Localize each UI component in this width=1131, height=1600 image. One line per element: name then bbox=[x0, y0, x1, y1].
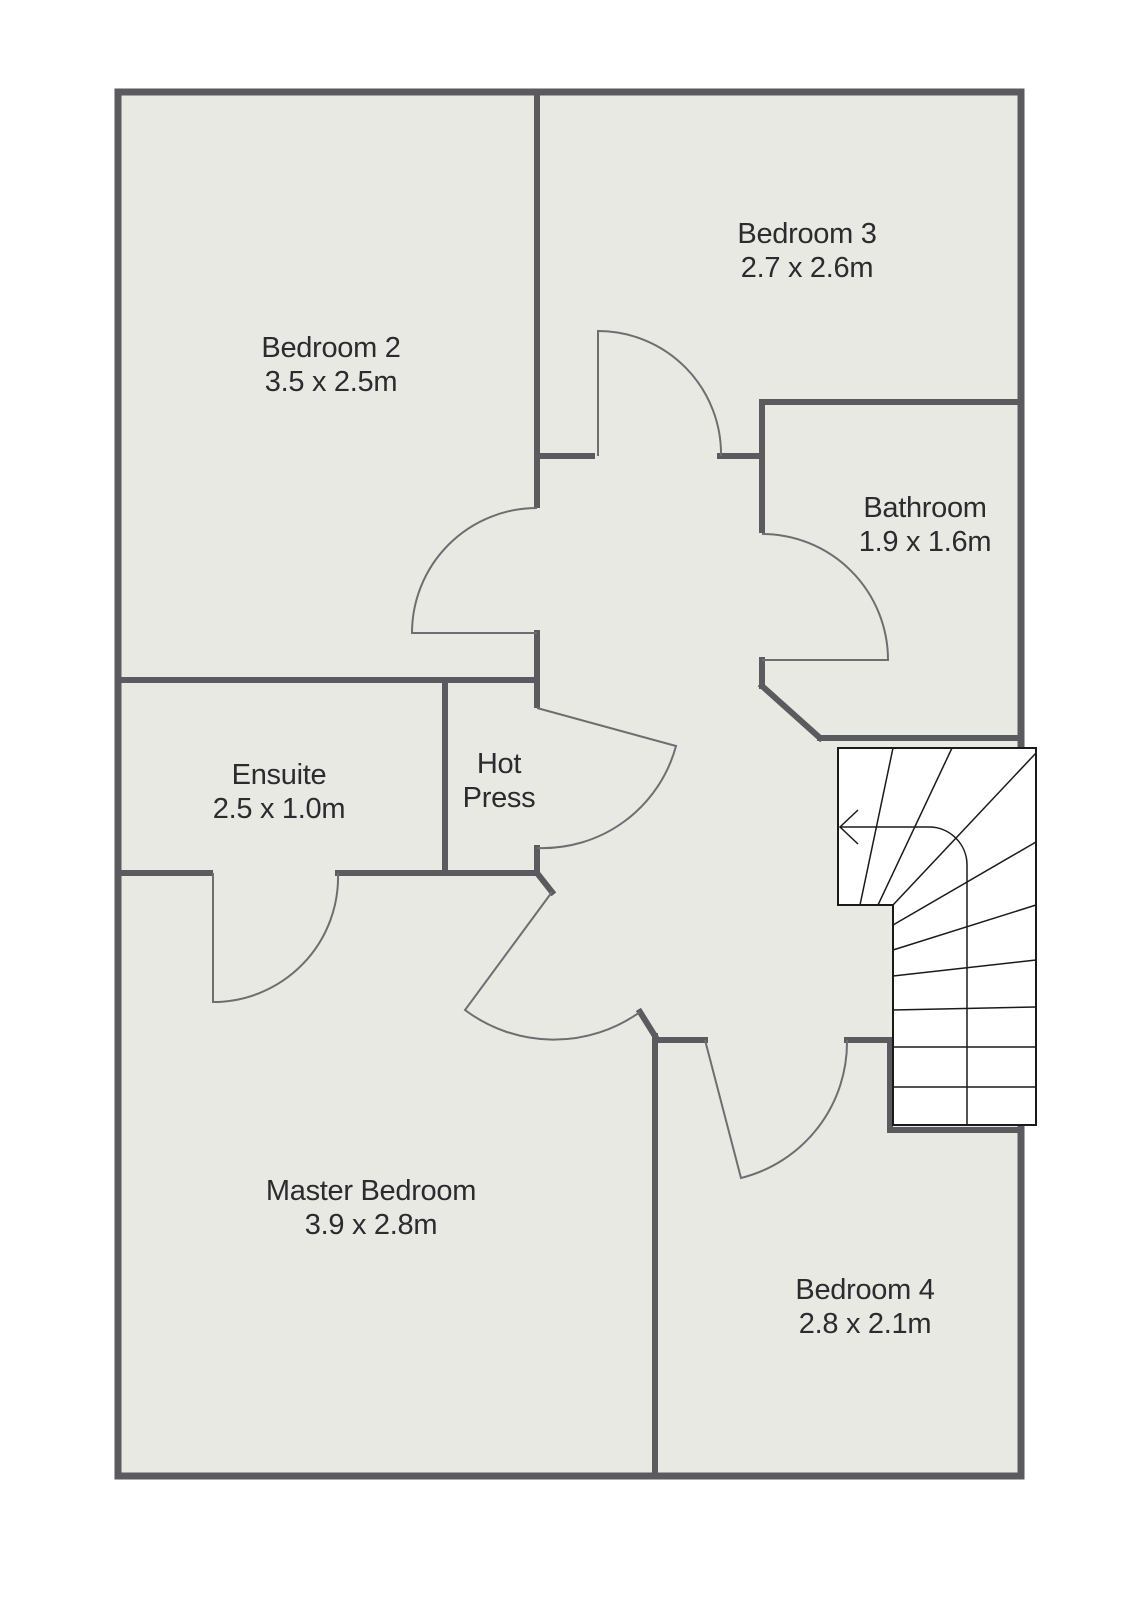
stair-tread bbox=[892, 752, 1037, 906]
door-master bbox=[463, 891, 641, 1041]
room-name: Master Bedroom bbox=[265, 1175, 477, 1207]
room-size: 2.8 x 2.1m bbox=[798, 1308, 932, 1340]
door-bathroom bbox=[761, 533, 890, 661]
room-name: Ensuite bbox=[231, 759, 327, 791]
room-size: 2.7 x 2.6m bbox=[740, 252, 874, 284]
room-label-ensuite: Ensuite 2.5 x 1.0m bbox=[212, 758, 346, 826]
room-label-bathroom: Bathroom 1.9 x 1.6m bbox=[858, 491, 992, 559]
wall-master-jamb-top bbox=[532, 868, 557, 897]
wall-bath-diag bbox=[757, 681, 825, 743]
room-name: Bedroom 4 bbox=[795, 1274, 935, 1306]
door-bedroom4 bbox=[704, 1039, 849, 1180]
room-size: 3.9 x 2.8m bbox=[304, 1209, 438, 1241]
room-name: Bedroom 2 bbox=[261, 332, 401, 364]
room-size: Press bbox=[462, 782, 536, 814]
doors bbox=[212, 329, 890, 1180]
room-label-hotpress: Hot Press bbox=[463, 747, 536, 815]
stair-tread bbox=[892, 841, 1037, 926]
room-size: 1.9 x 1.6m bbox=[858, 526, 992, 558]
room-size: 2.5 x 1.0m bbox=[212, 793, 346, 825]
door-bedroom3 bbox=[597, 329, 723, 457]
door-bedroom2 bbox=[410, 507, 538, 634]
room-name: Hot bbox=[476, 748, 522, 780]
room-name: Bedroom 3 bbox=[737, 218, 877, 250]
stair-tread bbox=[892, 959, 1037, 977]
stair-arrow-head bbox=[838, 809, 859, 845]
door-hotpress bbox=[536, 707, 678, 850]
door-ensuite bbox=[212, 872, 340, 1004]
wall-master-jamb-bot bbox=[635, 1007, 660, 1041]
room-name: Bathroom bbox=[863, 492, 987, 524]
room-size: 3.5 x 2.5m bbox=[264, 366, 398, 398]
room-label-bedroom3: Bedroom 3 2.7 x 2.6m bbox=[737, 217, 876, 285]
staircase bbox=[837, 747, 1037, 1126]
stair-tread bbox=[892, 1006, 1037, 1011]
room-label-bedroom2: Bedroom 2 3.5 x 2.5m bbox=[261, 331, 400, 399]
room-label-master-bedroom: Master Bedroom 3.9 x 2.8m bbox=[266, 1174, 476, 1242]
stair-direction-line bbox=[840, 826, 968, 1125]
stair-tread bbox=[892, 904, 1037, 951]
room-label-bedroom4: Bedroom 4 2.8 x 2.1m bbox=[795, 1273, 934, 1341]
